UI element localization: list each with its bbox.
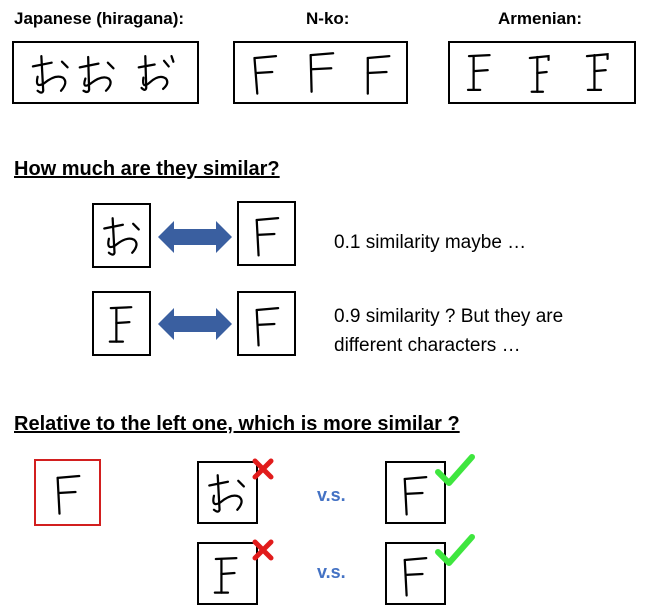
nko-fa-glyphs bbox=[253, 52, 391, 95]
nko-samples-box bbox=[233, 41, 408, 104]
question-similarity-heading: How much are they similar? bbox=[14, 158, 280, 180]
nko-fa-glyph bbox=[56, 474, 81, 515]
similarity-note-1: 0.1 similarity maybe … bbox=[334, 232, 527, 253]
vs-label-2: v.s. bbox=[317, 562, 346, 582]
nko-fa-glyph bbox=[403, 556, 428, 597]
armenian-label: Armenian: bbox=[498, 9, 583, 28]
armenian-samples-box bbox=[448, 41, 636, 104]
choice2-right-box bbox=[385, 542, 446, 605]
checkmark-icon bbox=[435, 454, 475, 486]
compare2-left-box bbox=[92, 291, 151, 356]
vs-label-1: v.s. bbox=[317, 485, 346, 505]
nko-fa-glyph bbox=[255, 216, 280, 257]
nko-fa-glyph bbox=[255, 307, 280, 347]
question-relative-heading: Relative to the left one, which is more … bbox=[14, 413, 460, 435]
cross-icon bbox=[252, 539, 274, 561]
choice1-left-box bbox=[197, 461, 258, 524]
compare1-right-box bbox=[237, 201, 296, 266]
reference-box bbox=[34, 459, 101, 526]
nko-label: N-ko: bbox=[306, 9, 350, 28]
similarity-note-2-line1: 0.9 similarity ? But they are bbox=[334, 306, 564, 327]
hiragana-o-glyphs bbox=[31, 54, 175, 94]
checkmark-icon bbox=[435, 534, 475, 566]
compare2-right-box bbox=[237, 291, 296, 356]
nko-fa-glyph bbox=[403, 475, 428, 516]
armenian-feh-glyphs bbox=[466, 53, 609, 93]
similarity-note-2-line2: different characters … bbox=[334, 335, 521, 356]
armenian-feh-glyph bbox=[213, 556, 238, 594]
double-arrow-icon bbox=[158, 308, 232, 340]
choice2-left-box bbox=[197, 542, 258, 605]
hiragana-samples-box bbox=[12, 41, 199, 104]
double-arrow-icon bbox=[158, 221, 232, 253]
hiragana-o-glyph bbox=[208, 474, 245, 513]
japanese-label: Japanese (hiragana): bbox=[14, 9, 185, 28]
compare1-left-box bbox=[92, 203, 151, 268]
armenian-feh-glyph bbox=[108, 306, 133, 343]
hiragana-o-glyph bbox=[103, 217, 140, 256]
cross-icon bbox=[252, 458, 274, 480]
